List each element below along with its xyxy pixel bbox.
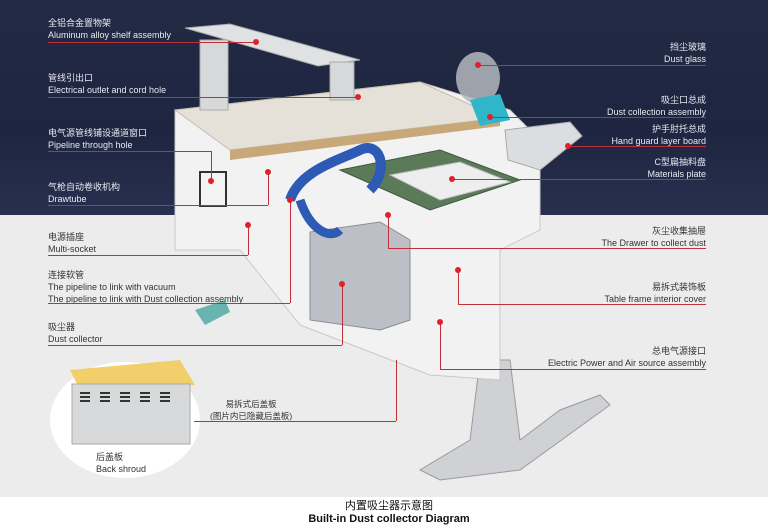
leader-line	[48, 205, 268, 206]
marker-dot	[437, 319, 443, 325]
leader-line	[290, 200, 291, 303]
marker-dot	[449, 176, 455, 182]
leader-line	[568, 146, 706, 147]
vacuum-unit	[309, 221, 411, 331]
leader-line	[388, 215, 389, 248]
leader-line	[48, 151, 211, 152]
marker-dot	[475, 62, 481, 68]
marker-dot	[455, 267, 461, 273]
leader-line	[490, 117, 706, 118]
leader-line	[342, 284, 343, 345]
leader-line	[396, 360, 397, 421]
back-shroud-panel	[71, 383, 191, 445]
marker-dot	[385, 212, 391, 218]
leader-line	[248, 225, 249, 255]
marker-dot	[487, 114, 493, 120]
leader-line	[48, 97, 358, 98]
vent-slots	[80, 392, 170, 402]
leader-line	[194, 421, 396, 422]
leader-line	[440, 322, 441, 369]
leader-line	[478, 65, 706, 66]
marker-dot	[253, 39, 259, 45]
leader-line	[452, 179, 706, 180]
marker-dot	[355, 94, 361, 100]
air-gun	[195, 300, 230, 325]
drawtube-box	[199, 171, 227, 207]
marker-dot	[565, 143, 571, 149]
hose	[285, 143, 386, 202]
leader-line	[268, 172, 269, 205]
hose-2	[295, 198, 344, 239]
shelf-top	[184, 23, 361, 67]
marker-dot	[265, 169, 271, 175]
foot-stand	[418, 359, 611, 481]
inset-top	[70, 360, 195, 390]
leader-line	[48, 345, 342, 346]
desk-edge	[230, 118, 500, 160]
marker-dot	[208, 178, 214, 184]
marker-dot	[245, 222, 251, 228]
dust-collection-port	[470, 94, 510, 126]
leader-line	[211, 151, 212, 181]
leader-line	[48, 255, 248, 256]
marker-dot	[287, 197, 293, 203]
hand-guard	[504, 121, 583, 171]
leader-line	[388, 248, 706, 249]
marker-dot	[339, 281, 345, 287]
shelf-post-left	[199, 39, 229, 111]
label-back-cover: 易拆式后盖板(图片内已隐藏后盖板)	[210, 399, 293, 421]
leader-line	[48, 303, 290, 304]
leader-line	[458, 270, 459, 304]
leader-line	[440, 369, 706, 370]
leader-line	[48, 42, 256, 43]
leader-line	[458, 304, 706, 305]
shelf-post-right	[329, 61, 355, 101]
